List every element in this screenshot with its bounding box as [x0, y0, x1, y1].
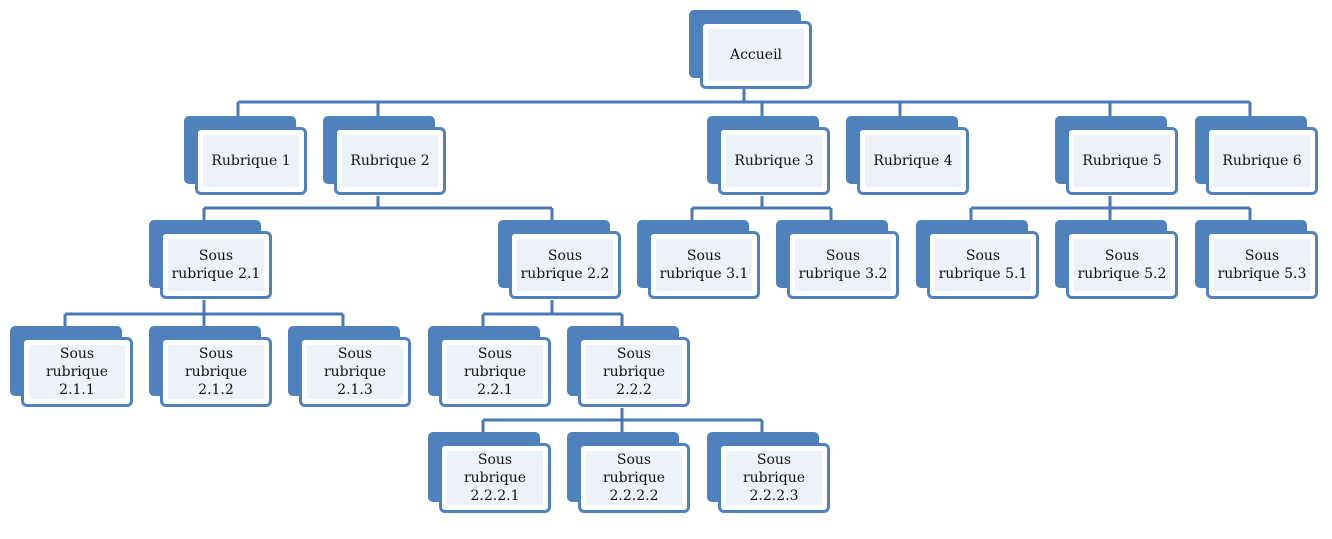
node-label: Rubrique 1 — [211, 153, 291, 169]
node-sous-rubrique-5-1[interactable]: Sous rubrique 5.1 — [916, 220, 1039, 299]
node-label: Sous rubrique 2.1.3 — [323, 346, 387, 398]
node-label: Sous rubrique 2.2.2 — [602, 346, 666, 398]
node-rubrique-3[interactable]: Rubrique 3 — [707, 116, 830, 195]
node-rubrique-5[interactable]: Rubrique 5 — [1055, 116, 1178, 195]
node-label: Sous rubrique 5.3 — [1217, 248, 1307, 282]
node-label: Rubrique 5 — [1082, 153, 1162, 169]
node-label: Rubrique 3 — [734, 153, 814, 169]
node-label: Sous rubrique 2.2.1 — [463, 346, 527, 398]
node-label: Accueil — [729, 47, 783, 63]
node-sous-rubrique-2-2-1[interactable]: Sous rubrique 2.2.1 — [428, 326, 551, 407]
node-sous-rubrique-3-2[interactable]: Sous rubrique 3.2 — [776, 220, 899, 299]
node-label: Rubrique 4 — [873, 153, 953, 169]
node-sous-rubrique-5-2[interactable]: Sous rubrique 5.2 — [1055, 220, 1178, 299]
node-rubrique-2[interactable]: Rubrique 2 — [323, 116, 446, 195]
node-label: Sous rubrique 2.2.2.2 — [602, 452, 666, 504]
node-sous-rubrique-2-2-2[interactable]: Sous rubrique 2.2.2 — [567, 326, 690, 407]
node-sous-rubrique-2-2-2-2[interactable]: Sous rubrique 2.2.2.2 — [567, 432, 690, 513]
node-accueil[interactable]: Accueil — [689, 10, 812, 89]
node-sous-rubrique-2-2-2-3[interactable]: Sous rubrique 2.2.2.3 — [707, 432, 830, 513]
node-sous-rubrique-2-1-2[interactable]: Sous rubrique 2.1.2 — [149, 326, 272, 407]
node-label: Sous rubrique 3.1 — [659, 248, 749, 282]
node-label: Rubrique 6 — [1222, 153, 1302, 169]
node-label: Sous rubrique 2.2 — [520, 248, 610, 282]
node-sous-rubrique-5-3[interactable]: Sous rubrique 5.3 — [1195, 220, 1318, 299]
node-label: Sous rubrique 2.1.2 — [184, 346, 248, 398]
node-label: Sous rubrique 2.2.2.1 — [463, 452, 527, 504]
node-sous-rubrique-2-1[interactable]: Sous rubrique 2.1 — [149, 220, 272, 299]
node-label: Sous rubrique 2.1 — [171, 248, 261, 282]
node-rubrique-4[interactable]: Rubrique 4 — [846, 116, 969, 195]
node-sous-rubrique-3-1[interactable]: Sous rubrique 3.1 — [637, 220, 760, 299]
node-label: Rubrique 2 — [350, 153, 430, 169]
node-label: Sous rubrique 2.1.1 — [45, 346, 109, 398]
node-rubrique-1[interactable]: Rubrique 1 — [184, 116, 307, 195]
node-label: Sous rubrique 2.2.2.3 — [742, 452, 806, 504]
node-label: Sous rubrique 3.2 — [798, 248, 888, 282]
node-sous-rubrique-2-1-1[interactable]: Sous rubrique 2.1.1 — [10, 326, 133, 407]
node-rubrique-6[interactable]: Rubrique 6 — [1195, 116, 1318, 195]
node-sous-rubrique-2-2-2-1[interactable]: Sous rubrique 2.2.2.1 — [428, 432, 551, 513]
node-label: Sous rubrique 5.1 — [938, 248, 1028, 282]
node-label: Sous rubrique 5.2 — [1077, 248, 1167, 282]
node-sous-rubrique-2-1-3[interactable]: Sous rubrique 2.1.3 — [288, 326, 411, 407]
node-sous-rubrique-2-2[interactable]: Sous rubrique 2.2 — [498, 220, 621, 299]
